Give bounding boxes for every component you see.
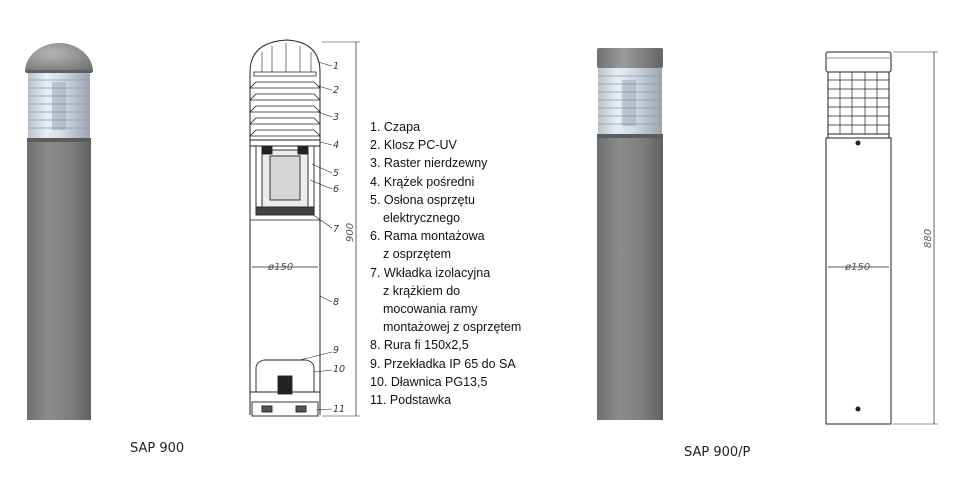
drawing-screw-bottom [855,406,861,412]
technical-drawing-sap900 [249,39,360,417]
bollard-diffuser [28,73,90,138]
bollard-sap900p-render [597,48,663,420]
lamp-inside [52,82,66,130]
callout-11: 11 [333,404,345,415]
callout-7: 7 [333,224,339,235]
legend-item: 1. Czapa [370,120,421,134]
callout-1: 1 [333,61,339,72]
parts-legend: 1. Czapa 2. Klosz PC-UV 3. Raster nierdzew… [370,118,521,409]
bollard-diffuser [598,68,662,134]
dome-rim [26,70,92,73]
callout-6: 6 [333,184,339,195]
legend-item: 10. Dławnica PG13,5 [370,374,488,389]
callout-2: 2 [333,85,339,96]
drawing-pole [825,137,892,425]
diameter-label: ø150 [267,262,293,273]
legend-item-continuation: z osprzętem [383,247,452,262]
legend-item: 2. Klosz PC-UV [370,138,457,153]
bollard-dome-cap [25,43,93,72]
drawing2-labels: ø150 880 [844,229,934,273]
legend-item: 4. Krążek pośredni [370,174,475,189]
drawing-diffuser [827,71,890,139]
caption-sap900p: SAP 900/P [684,445,751,460]
technical-drawing-sap900p [825,51,938,425]
drawing-raster-louvres [249,71,321,137]
callout-10: 10 [333,364,345,375]
lamp-inside [622,80,636,126]
drawing-dome-ribs [261,43,312,72]
legend-item: 8. Rura fi 150x2,5 [370,338,469,353]
diffuser-louvres [598,75,662,125]
bollard-pole [27,142,91,420]
height-label: 880 [923,229,934,248]
drawing-flat-cap [825,51,892,73]
caption-sap900: SAP 900 [130,441,185,456]
callout-4: 4 [333,140,339,151]
drawing1-labels: ø150 900 1 2 3 4 5 6 7 8 9 10 11 [267,61,356,415]
legend-item: 7. Wkładka izolacyjna [370,265,491,280]
legend-item: 6. Rama montażowa [370,229,485,244]
bollard-pole [597,138,663,420]
bollard-ring [597,134,663,138]
diffuser-louvres [28,79,90,129]
drawing-ring [249,139,321,147]
legend-item: 5. Osłona osprzętu [370,192,475,207]
legend-item: 11. Podstawka [370,393,452,408]
legend-item-continuation: montażowej z osprzętem [383,320,522,335]
drawing-screw-top [855,140,861,146]
drawing-raster-grid [828,72,889,134]
callout-3: 3 [333,112,339,123]
bollard-flat-cap [597,48,663,68]
callout-8: 8 [333,297,339,308]
drawing-base [250,359,320,417]
drawing-dome [249,39,321,73]
bollard-ring [27,138,91,142]
legend-item-continuation: mocowania ramy [383,302,478,317]
legend-item-continuation: elektrycznego [383,211,461,226]
drawing-mount-frame [255,145,315,216]
callout-leaders [299,61,333,411]
legend-item: 9. Przekładka IP 65 do SA [370,356,516,371]
callout-9: 9 [333,345,339,356]
legend-item: 3. Raster nierdzewny [370,156,488,171]
height-label: 900 [345,223,356,242]
bollard-sap900-render [25,43,93,420]
legend-item-continuation: z krążkiem do [383,283,461,298]
callout-5: 5 [333,168,339,179]
diameter-label: ø150 [844,262,870,273]
